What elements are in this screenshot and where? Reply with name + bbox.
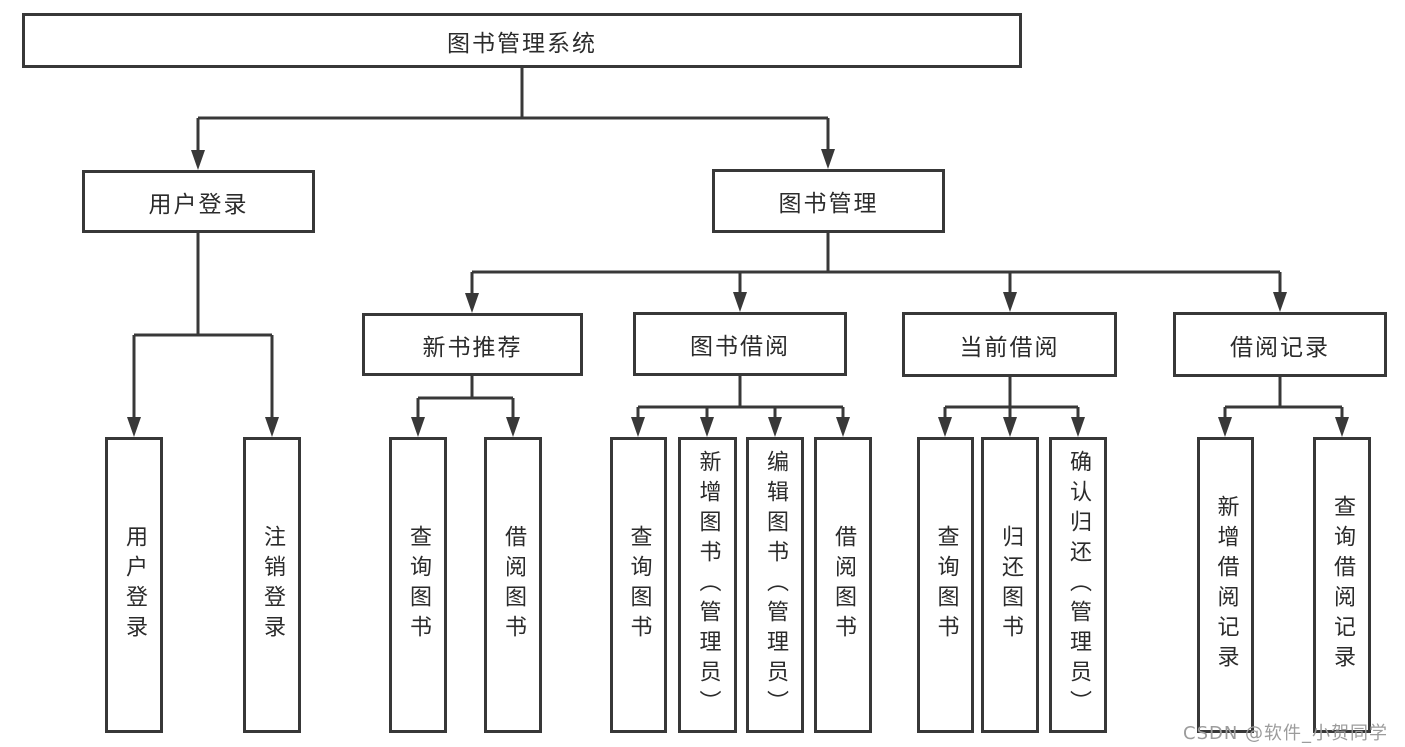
leaf-return-books: 归还图书 — [981, 437, 1039, 733]
node-borrowing-records: 借阅记录 — [1173, 312, 1387, 377]
leaf-add-borrow-record: 新增借阅记录 — [1197, 437, 1254, 733]
leaf-current-query-books: 查询图书 — [917, 437, 974, 733]
node-current-borrowing: 当前借阅 — [902, 312, 1117, 377]
leaf-confirm-return-admin: 确认归还（管理员） — [1049, 437, 1107, 733]
leaf-label: 借阅图书 — [831, 525, 856, 645]
leaf-label: 查询图书 — [933, 525, 959, 645]
leaf-label: 确认归还（管理员） — [1066, 450, 1091, 720]
leaf-label: 查询图书 — [406, 525, 431, 645]
node-label: 图书管理系统 — [447, 30, 597, 57]
node-book-borrowing: 图书借阅 — [633, 312, 847, 376]
leaf-label: 注销登录 — [260, 525, 285, 645]
leaf-query-borrow-record: 查询借阅记录 — [1313, 437, 1371, 733]
leaf-logout: 注销登录 — [243, 437, 301, 733]
leaf-label: 归还图书 — [998, 525, 1023, 645]
leaf-user-login: 用户登录 — [105, 437, 163, 733]
csdn-watermark: CSDN @软件_小贺同学 — [1183, 723, 1389, 744]
node-label: 借阅记录 — [1230, 334, 1330, 361]
leaf-label: 查询图书 — [626, 525, 652, 645]
leaf-label: 借阅图书 — [501, 525, 526, 645]
leaf-label: 新增借阅记录 — [1213, 495, 1239, 675]
leaf-newbook-query-books: 查询图书 — [389, 437, 447, 733]
arrowheads — [127, 149, 1349, 437]
node-label: 用户登录 — [148, 191, 249, 218]
leaf-add-books-admin: 新增图书（管理员） — [678, 437, 737, 733]
node-new-book-recommendation: 新书推荐 — [362, 313, 583, 376]
node-book-management: 图书管理 — [712, 169, 945, 233]
leaf-label: 用户登录 — [122, 525, 147, 645]
node-library-management-system: 图书管理系统 — [22, 13, 1022, 68]
leaf-edit-books-admin: 编辑图书（管理员） — [746, 437, 804, 733]
leaf-label: 编辑图书（管理员） — [763, 450, 788, 720]
node-label: 图书借阅 — [690, 334, 790, 360]
leaf-borrowing-query-books: 查询图书 — [610, 437, 667, 733]
leaf-label: 查询借阅记录 — [1330, 495, 1355, 675]
node-user-login: 用户登录 — [82, 170, 315, 233]
leaf-borrowing-borrow-books: 借阅图书 — [814, 437, 872, 733]
node-label: 图书管理 — [778, 191, 879, 217]
leaf-newbook-borrow-books: 借阅图书 — [484, 437, 542, 733]
node-label: 新书推荐 — [422, 334, 523, 361]
node-label: 当前借阅 — [959, 334, 1060, 361]
leaf-label: 新增图书（管理员） — [695, 450, 721, 720]
